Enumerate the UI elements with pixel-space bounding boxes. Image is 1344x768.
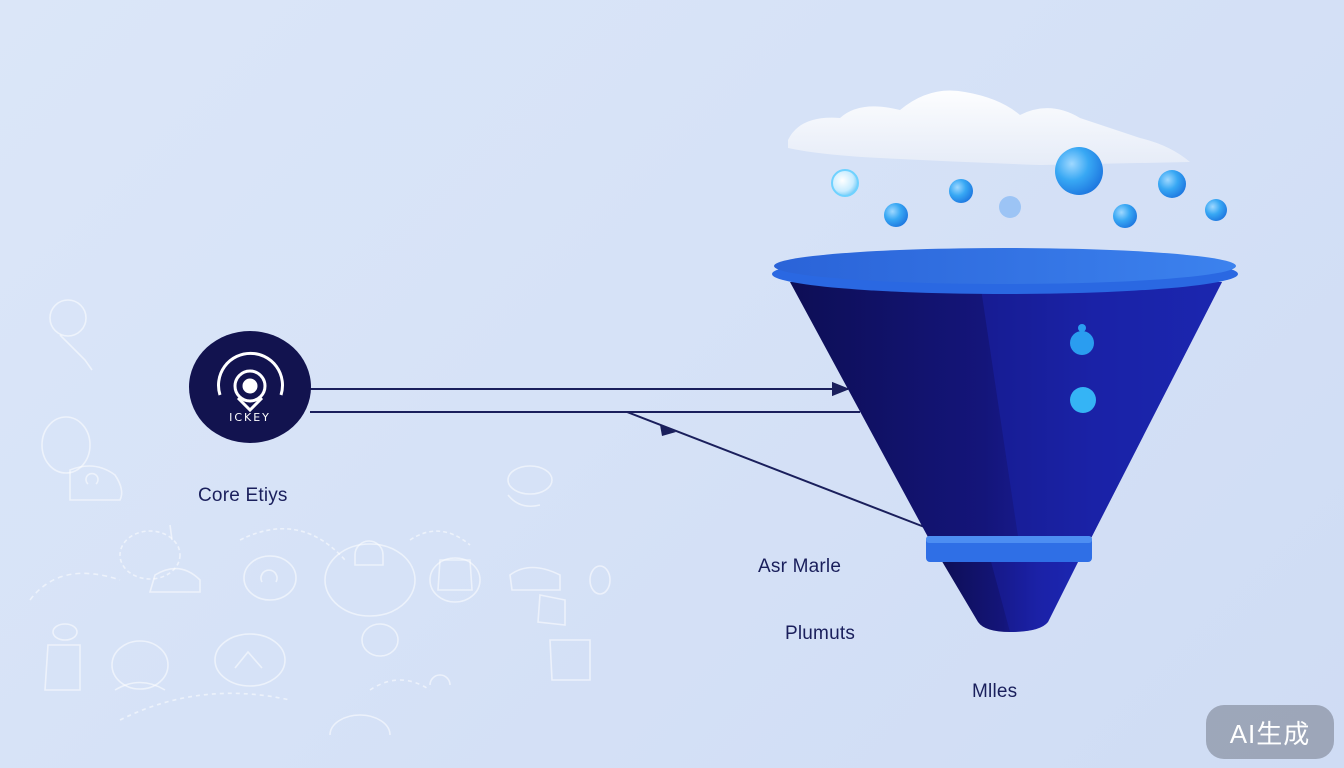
droplet-icon: [831, 169, 859, 197]
droplet-icon: [999, 196, 1021, 218]
droplet-icon: [1070, 331, 1094, 355]
connector-arrows: [310, 381, 928, 529]
funnel-label-3: Mlles: [972, 681, 1018, 702]
ai-generated-badge: AI生成: [1206, 705, 1334, 759]
hub-icon: [217, 351, 284, 413]
hub-icon-text: ICKEY: [229, 411, 271, 424]
droplet-icon: [1055, 147, 1103, 195]
background-doodles: [29, 299, 611, 736]
droplet-icon: [884, 203, 908, 227]
droplet-icon: [1070, 387, 1096, 413]
funnel-icon: [772, 248, 1238, 632]
droplets: [831, 147, 1227, 228]
droplet-icon: [1113, 204, 1137, 228]
funnel-label-2: Plumuts: [785, 623, 856, 644]
funnel-label-1: Asr Marle: [758, 556, 842, 577]
core-label: Core Etiys: [198, 485, 288, 506]
droplet-icon: [1158, 170, 1186, 198]
droplet-icon: [949, 179, 973, 203]
arrow-diagonal: [626, 411, 928, 529]
droplet-icon: [1078, 324, 1086, 332]
core-node: ICKEY: [189, 331, 311, 443]
cloud-icon: [788, 90, 1190, 165]
droplet-icon: [1205, 199, 1227, 221]
